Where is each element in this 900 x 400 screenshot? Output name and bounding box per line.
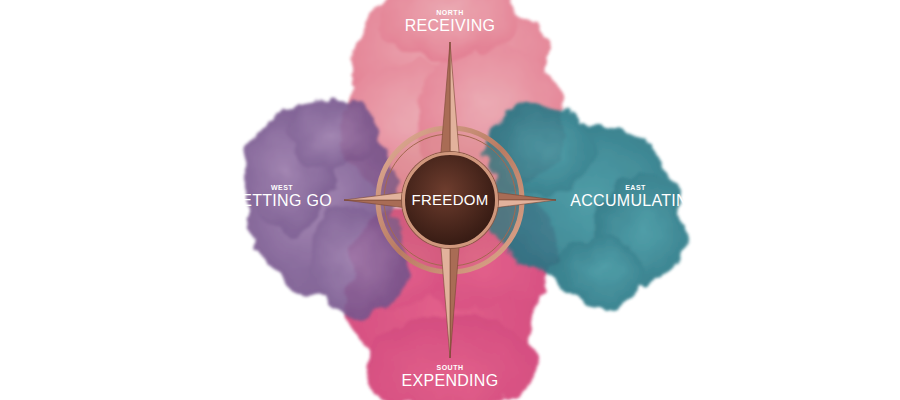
direction-name: NORTH [405, 8, 496, 17]
direction-title: FREEDOM [411, 191, 488, 209]
direction-title: ACCUMULATING [570, 192, 701, 210]
direction-name: WEST [232, 183, 332, 192]
direction-name: SOUTH [402, 363, 499, 372]
center-circle: FREEDOM [402, 152, 498, 248]
direction-label: WESTLETTING GO [228, 181, 336, 212]
direction-title: LETTING GO [232, 192, 332, 210]
direction-label: EASTACCUMULATING [566, 181, 705, 212]
direction-title: RECEIVING [405, 17, 496, 35]
direction-label: SOUTHEXPENDING [398, 361, 503, 392]
compass-ring-inner [384, 134, 516, 266]
direction-name: EAST [570, 183, 701, 192]
direction-title: EXPENDING [402, 372, 499, 390]
direction-label: NORTHRECEIVING [401, 6, 500, 37]
compass-star [344, 42, 556, 358]
